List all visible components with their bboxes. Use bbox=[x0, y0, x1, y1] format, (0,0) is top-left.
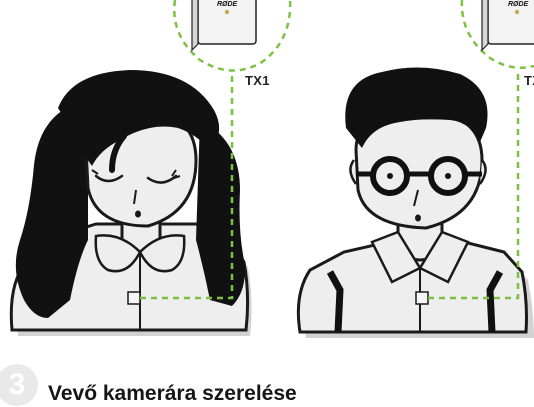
tx2-brand-logo: RØDE bbox=[508, 1, 529, 8]
tx2-label: TX2 bbox=[524, 73, 534, 88]
tx1-label: TX1 bbox=[245, 73, 270, 88]
tx1-brand-logo: RØDE bbox=[217, 1, 238, 8]
woman-figure bbox=[11, 70, 251, 336]
tx2-mic-clip bbox=[416, 292, 428, 304]
step-title: Vevő kamerára szerelése bbox=[48, 382, 297, 406]
tx1-mic-clip bbox=[128, 292, 140, 304]
